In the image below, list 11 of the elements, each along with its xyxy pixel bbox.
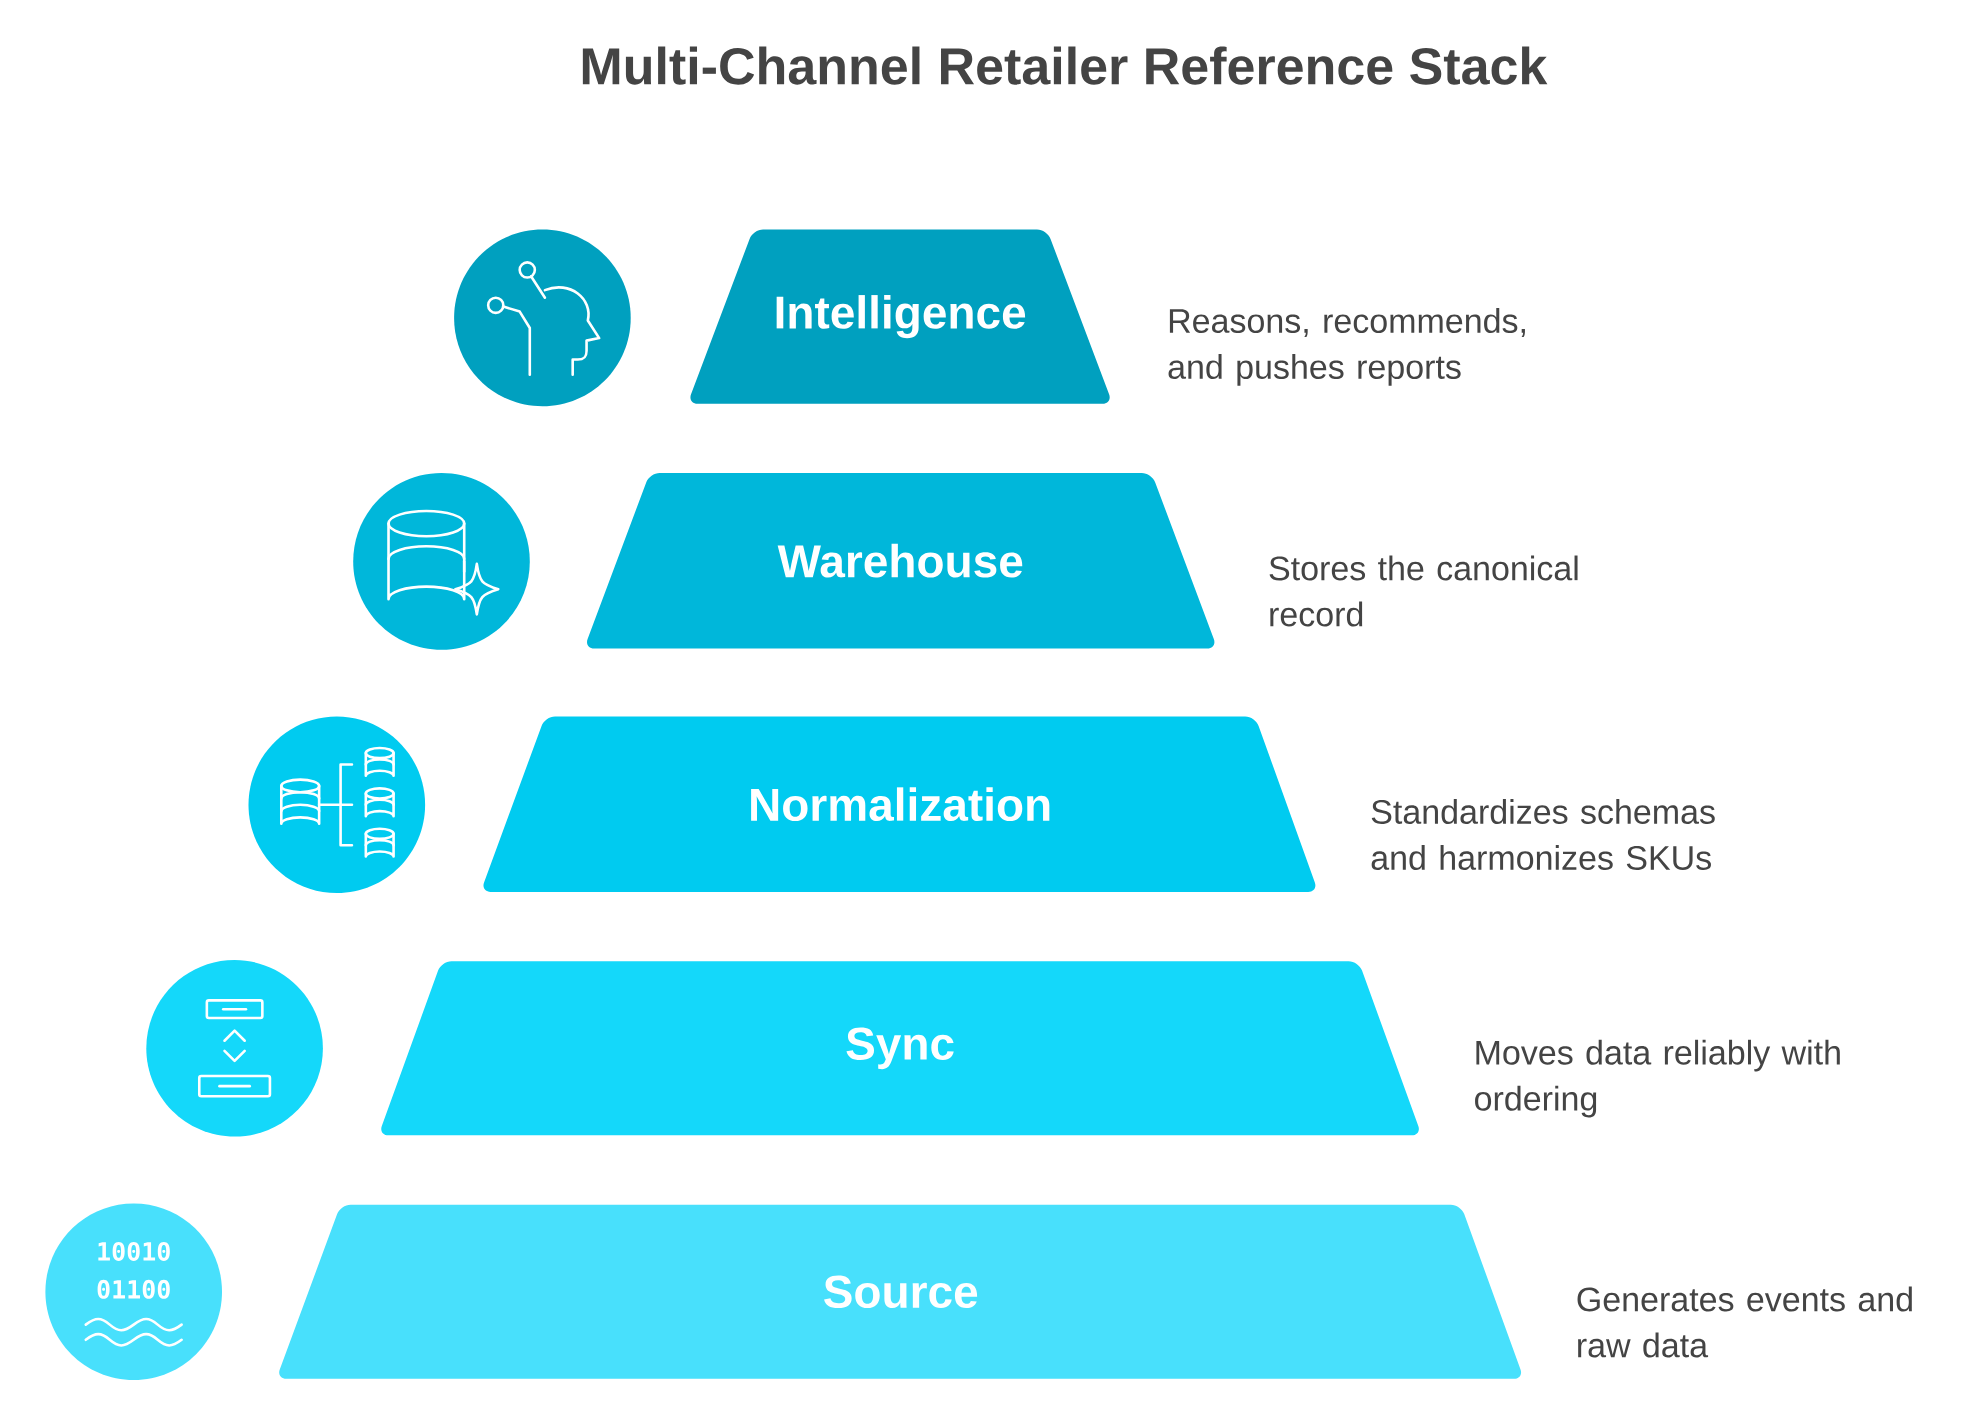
layer-trapezoid: Intelligence — [690, 229, 1110, 404]
description: Standardizes schemas and harmonizes SKUs — [1371, 799, 1715, 870]
title: Multi-Channel Retailer Reference Stack — [582, 46, 1548, 85]
description: Reasons, recommends, and pushes reports — [1168, 308, 1525, 386]
description: Generates events and raw data — [1577, 1286, 1912, 1358]
layer-trapezoid: Warehouse — [587, 473, 1215, 649]
description: Stores the canonical record — [1269, 555, 1578, 627]
layer-trapezoid: Source — [279, 1204, 1522, 1379]
description: Moves data reliably with ordering — [1475, 1039, 1840, 1118]
layer-trapezoid: Normalization — [483, 716, 1316, 892]
layer-trapezoid: Sync — [381, 961, 1419, 1136]
